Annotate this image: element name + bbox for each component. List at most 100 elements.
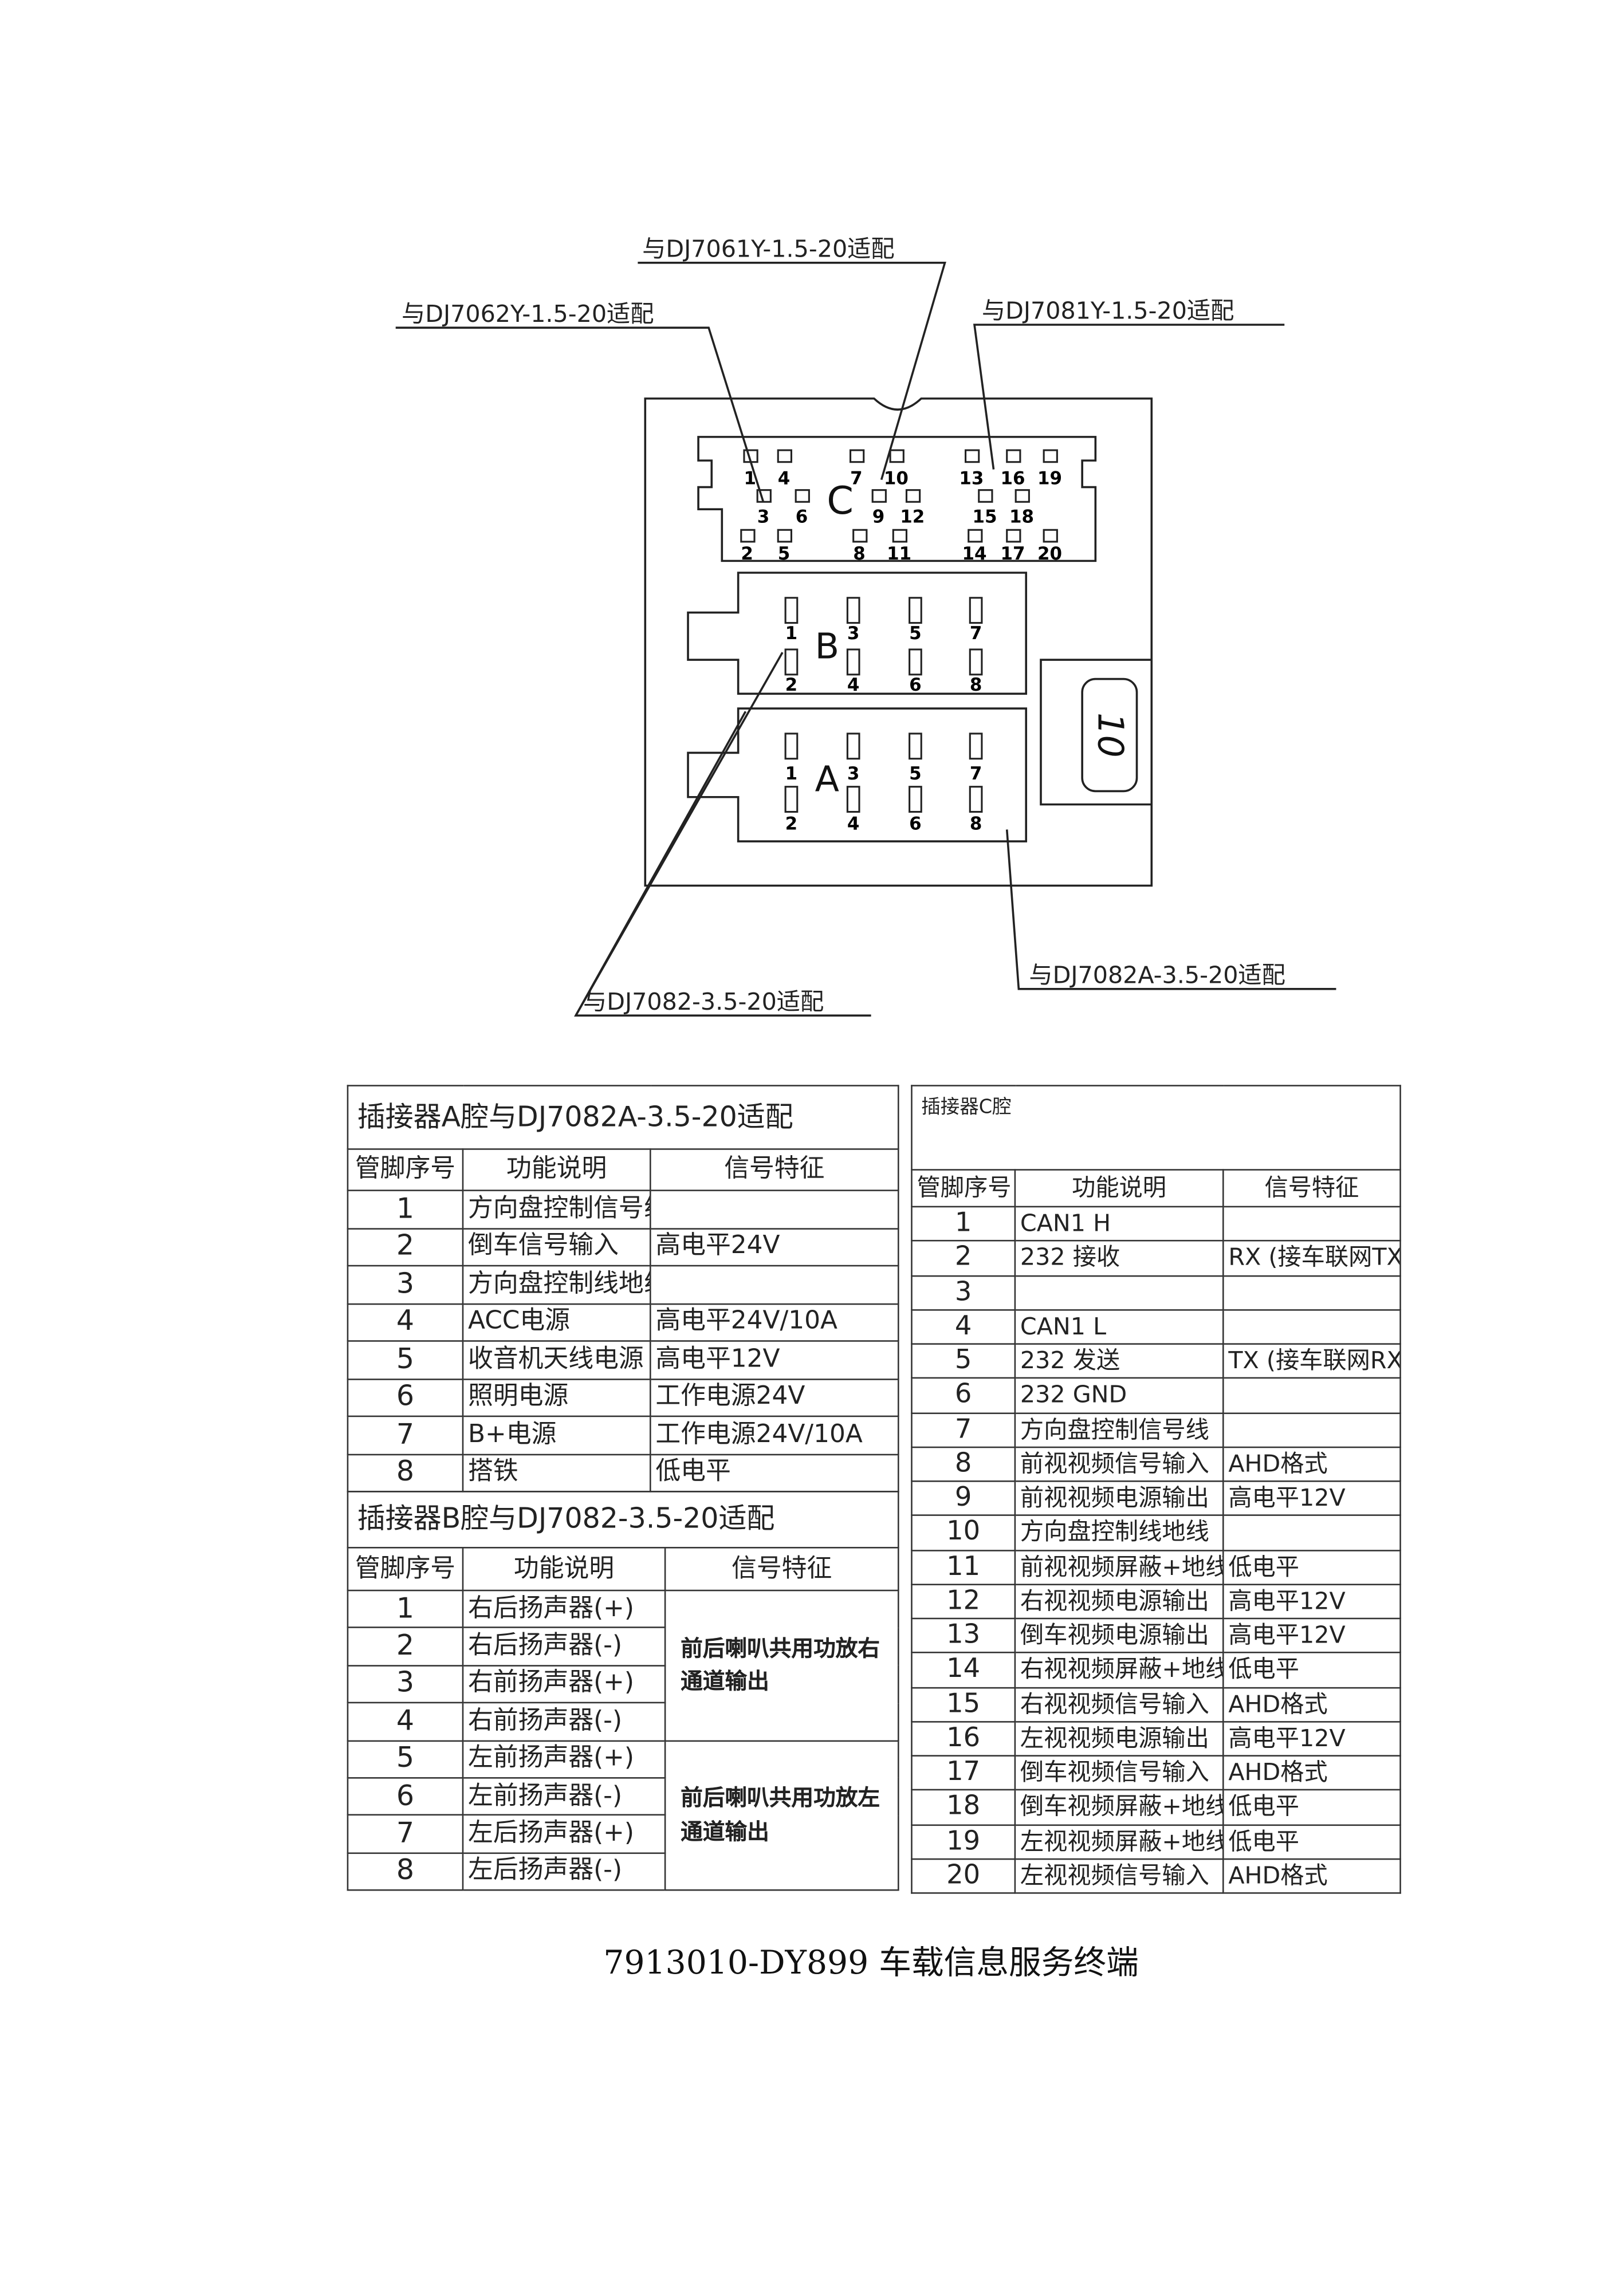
pin-number-cell: 1 <box>347 1190 464 1229</box>
pin-slot <box>968 529 983 543</box>
pin-number-cell: 8 <box>347 1852 464 1891</box>
pin-slot <box>1006 449 1021 463</box>
pin-slot <box>978 489 993 503</box>
callout-a-cavity: 与DJ7082A-3.5-20适配 <box>1029 961 1285 988</box>
pin-number-cell: 2 <box>347 1227 464 1267</box>
function-cell: 右视视频屏蔽+地线 <box>1014 1652 1224 1688</box>
side-label-box <box>1040 659 1152 806</box>
pin-slot <box>969 786 983 813</box>
pin-number: 10 <box>884 468 909 489</box>
pin-slot <box>909 732 922 760</box>
signal-cell: AHD格式 <box>1222 1858 1401 1894</box>
function-cell: CAN1 H <box>1014 1206 1224 1242</box>
pin-number-cell: 6 <box>911 1377 1016 1413</box>
pin-number: 2 <box>741 544 753 564</box>
signal-cell: AHD格式 <box>1222 1446 1401 1482</box>
signal-cell: 低电平 <box>1222 1789 1401 1825</box>
pin-number-cell: 7 <box>347 1415 464 1455</box>
signal-cell <box>1222 1412 1401 1448</box>
signal-cell <box>1222 1309 1401 1345</box>
pin-number: 4 <box>847 675 860 695</box>
column-header: 功能说明 <box>462 1547 666 1592</box>
pin-slot <box>849 449 865 463</box>
function-cell: 左视视频屏蔽+地线 <box>1014 1824 1224 1860</box>
pin-number: 2 <box>785 675 798 695</box>
signal-cell <box>1222 1514 1401 1551</box>
table-title: 插接器B腔与DJ7082-3.5-20适配 <box>347 1491 899 1549</box>
pin-number: 11 <box>887 544 911 564</box>
pin-number-cell: 6 <box>347 1777 464 1816</box>
function-cell: 收音机天线电源 <box>462 1340 651 1380</box>
pin-slot <box>969 648 983 676</box>
cavity-letter-c: C <box>827 478 854 523</box>
pin-number-cell: 5 <box>347 1739 464 1779</box>
callout-line-b2 <box>575 711 747 1017</box>
pin-number-cell: 18 <box>911 1789 1016 1825</box>
function-cell: 右前扬声器(-) <box>462 1702 666 1742</box>
pin-slot <box>1006 529 1021 543</box>
pin-number-cell: 13 <box>911 1617 1016 1654</box>
column-header: 功能说明 <box>462 1148 651 1191</box>
pin-slot <box>969 732 983 760</box>
document-caption: 7913010-DY899 车载信息服务终端 <box>603 1945 1139 1983</box>
table-row: 3 <box>911 1274 1401 1311</box>
pin-number: 8 <box>853 544 866 564</box>
pin-slot <box>740 529 756 543</box>
signal-cell-merged: 前后喇叭共用功放右通道输出 <box>664 1589 899 1742</box>
column-header: 功能说明 <box>1014 1169 1224 1208</box>
pin-number-cell: 4 <box>911 1309 1016 1345</box>
pin-number-cell: 2 <box>347 1627 464 1667</box>
function-cell: 232 GND <box>1014 1377 1224 1413</box>
signal-cell: 高电平12V <box>1222 1617 1401 1654</box>
pin-number: 3 <box>757 506 770 527</box>
callout-c-left: 与DJ7062Y-1.5-20适配 <box>402 300 654 328</box>
column-header: 管脚序号 <box>911 1169 1016 1208</box>
cavity-letter-a: A <box>815 758 839 800</box>
pin-slot <box>909 786 922 813</box>
pin-slot <box>909 597 922 624</box>
pin-slot <box>889 449 905 463</box>
pin-number: 9 <box>872 506 885 527</box>
function-cell: 232 接收 <box>1014 1240 1224 1277</box>
signal-cell: 低电平 <box>1222 1652 1401 1688</box>
pin-number: 7 <box>970 763 982 784</box>
pin-number-cell: 5 <box>911 1343 1016 1379</box>
pin-number: 13 <box>959 468 984 489</box>
pin-slot <box>777 449 792 463</box>
signal-cell: 高电平24V <box>650 1227 899 1267</box>
column-header: 信号特征 <box>1222 1169 1401 1208</box>
signal-cell: 工作电源24V <box>650 1377 899 1417</box>
pin-number-cell: 2 <box>911 1240 1016 1277</box>
pin-number-cell: 20 <box>911 1858 1016 1894</box>
signal-cell: TX (接车联网RX) <box>1222 1343 1401 1379</box>
callout-c-right: 与DJ7081Y-1.5-20适配 <box>982 297 1234 325</box>
pin-slot <box>756 489 772 503</box>
callout-c-middle: 与DJ7061Y-1.5-20适配 <box>642 235 894 262</box>
pin-slot <box>969 597 983 624</box>
function-cell: 左视视频电源输出 <box>1014 1720 1224 1757</box>
pin-number-cell: 7 <box>911 1412 1016 1448</box>
pin-number-cell: 12 <box>911 1583 1016 1620</box>
signal-cell: AHD格式 <box>1222 1755 1401 1791</box>
pin-number-cell: 6 <box>347 1377 464 1417</box>
function-cell: 倒车视频屏蔽+地线 <box>1014 1789 1224 1825</box>
pin-slot <box>1043 529 1058 543</box>
function-cell: 搭铁 <box>462 1453 651 1492</box>
function-cell: 倒车视频电源输出 <box>1014 1617 1224 1654</box>
pin-slot <box>846 786 860 813</box>
pin-number: 5 <box>778 544 791 564</box>
pin-number-cell: 8 <box>911 1446 1016 1482</box>
